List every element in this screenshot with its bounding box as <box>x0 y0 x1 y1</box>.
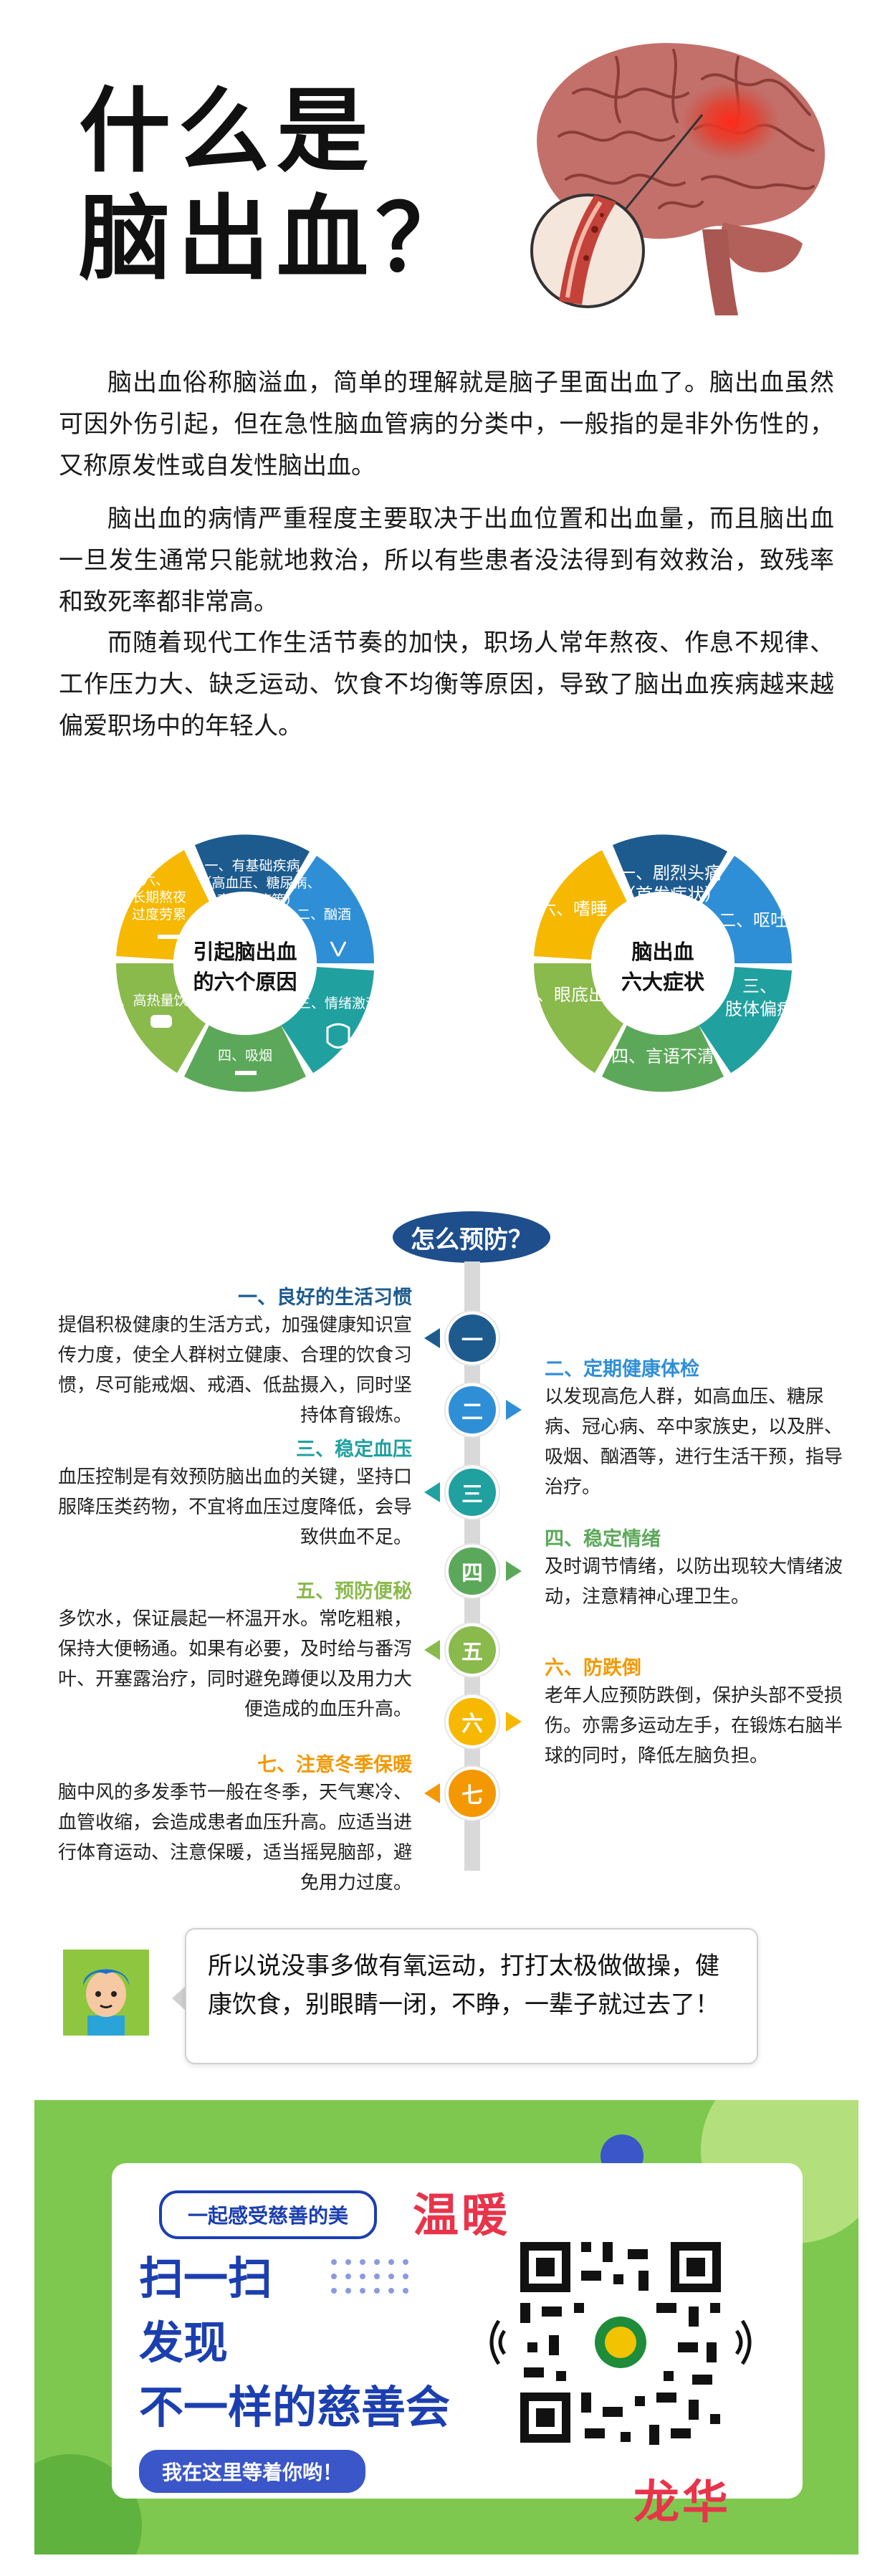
step-6-body: 老年人应预防跌倒，保护头部不受损伤。亦需多运动左手，在锻炼右脑半球的同时，降低左… <box>545 1685 843 1767</box>
step-3-arrow <box>424 1482 440 1502</box>
symptom-3-line1: 三、 <box>742 976 777 996</box>
symptom-segment-3 <box>699 967 792 1073</box>
step-2-body: 以发现高危人群，如高血压、糖尿病、冠心病、卒中家族史，以及胖、吸烟、酗酒等，进行… <box>545 1386 843 1498</box>
symptom-5-label: 五、眼底出血 <box>520 985 623 1005</box>
cause-6-line2: 长期熬夜 <box>132 889 186 905</box>
mask-icon <box>326 1023 350 1049</box>
tag-pill: 一起感受慈善的美 <box>159 2190 378 2239</box>
cause-2-label: 二、酗酒 <box>297 907 351 922</box>
step-6-arrow <box>506 1712 522 1732</box>
cause-5-label: 五、高热量饮食 <box>105 993 201 1008</box>
step-1-body: 提倡积极健康的生活方式，加强健康知识宣传力度，使全人群树立健康、合理的饮食习惯，… <box>57 1315 412 1426</box>
cause-6-line1: 六、 <box>142 872 169 888</box>
symptom-2-label: 二、呕吐 <box>719 910 788 930</box>
cause-segment-2 <box>284 856 375 963</box>
symptom-1-line1: 一、剧烈头痛 <box>618 863 722 883</box>
step-2-heading: 二、定期健康体检 <box>545 1358 699 1380</box>
place-text: 龙华 <box>633 2476 731 2529</box>
signal-left-icon <box>489 2319 506 2365</box>
causes-center-line2: 的六个原因 <box>193 970 297 994</box>
step-1-heading: 一、良好的生活习惯 <box>238 1287 412 1309</box>
step-2-badge: 二 <box>446 1383 499 1436</box>
glasses-icon <box>330 941 347 957</box>
cause-1-line3: 高脂血症等） <box>217 892 299 908</box>
symptom-segment-6 <box>534 850 627 960</box>
cause-1-line2: （高血压、糖尿病、 <box>198 875 320 891</box>
discover-line: 发现 <box>139 2317 229 2369</box>
step-4-badge: 四 <box>446 1545 499 1598</box>
intro-paragraph-1: 脑出血俗称脑溢血，简单的理解就是脑子里面出血了。脑出血虽然可因外伤引起，但在急性… <box>59 368 834 480</box>
step-5-heading: 五、预防便秘 <box>296 1580 412 1603</box>
step-4-arrow <box>506 1561 522 1581</box>
desk-icon <box>158 935 181 939</box>
dot-grid-decoration <box>331 2259 408 2294</box>
prevention-title: 怎么预防？ <box>393 1211 550 1263</box>
symptoms-wheel: 脑出血 六大症状 一、剧烈头痛 （首发症状） 二、呕吐 三、 肢体偏瘫 四、言语… <box>520 834 794 1092</box>
cause-segment-3 <box>281 967 374 1073</box>
burger-icon <box>150 1015 172 1028</box>
qr-code[interactable] <box>513 2235 728 2450</box>
cause-segment-4 <box>184 1025 306 1092</box>
charity-card: 一起感受慈善的美 温暖 扫一扫 发现 不一样的慈善会 我在这里等着你哟！ <box>112 2163 803 2499</box>
title-line-2: 脑出血？ <box>79 186 475 292</box>
step-7-arrow <box>424 1783 440 1803</box>
symptom-1-line2: （首发症状） <box>618 884 722 905</box>
symptom-segment-2 <box>702 856 793 963</box>
step-7-heading: 七、注意冬季保暖 <box>257 1754 412 1776</box>
step-1-arrow <box>424 1328 440 1348</box>
step-3-heading: 三、稳定血压 <box>296 1439 412 1461</box>
symptom-3-line2: 肢体偏瘫 <box>725 999 794 1019</box>
warm-text: 温暖 <box>413 2190 510 2243</box>
causes-center-line1: 引起脑出血 <box>193 940 297 964</box>
intro-paragraph-3: 而随着现代工作生活节奏的加快，职场人常年熬夜、作息不规律、工作压力大、缺乏运动、… <box>59 629 834 740</box>
causes-wheel: 引起脑出血 的六个原因 一、有基础疾病 （高血压、糖尿病、 高脂血症等） 二、酗… <box>105 834 379 1092</box>
step-5-arrow <box>424 1640 440 1660</box>
symptom-segment-1 <box>613 834 727 902</box>
cause-1-line1: 一、有基础疾病 <box>204 858 300 874</box>
signal-right-icon <box>735 2319 752 2365</box>
bubble-tail <box>172 1985 186 2011</box>
step-4-heading: 四、稳定情绪 <box>545 1528 661 1550</box>
step-4-body: 及时调节情绪，以防出现较大情绪波动，注意精神心理卫生。 <box>545 1556 843 1608</box>
step-3-badge: 三 <box>446 1466 499 1519</box>
cause-segment-1 <box>195 834 310 902</box>
intro-paragraph-2: 脑出血的病情严重程度主要取决于出血位置和出血量，而且脑出血一旦发生通常只能就地救… <box>59 505 834 616</box>
step-7-badge: 七 <box>446 1767 499 1820</box>
symptom-segment-4 <box>602 1025 724 1092</box>
cause-segment-6 <box>116 850 209 960</box>
step-5-body: 多饮水，保证晨起一杯温开水。常吃粗粮，保持大便畅通。如果有必要，及时给与番泻叶、… <box>57 1608 412 1720</box>
cigarette-icon <box>235 1071 257 1075</box>
scan-line: 扫一扫 <box>139 2252 273 2304</box>
symptom-6-label: 六、嗜睡 <box>539 899 608 919</box>
title-line-1: 什么是 <box>79 78 376 185</box>
cause-6-line3: 过度劳累 <box>132 907 186 922</box>
step-1-badge: 一 <box>446 1312 499 1365</box>
speech-bubble: 所以说没事多做有氧运动，打打太极做做操，健康饮食，别眼睛一闭，不睁，一辈子就过去… <box>185 1928 758 2064</box>
waiting-pill: 我在这里等着你哟！ <box>139 2450 366 2493</box>
symptom-4-label: 四、言语不清 <box>611 1046 714 1067</box>
charity-banner: 一起感受慈善的美 温暖 扫一扫 发现 不一样的慈善会 我在这里等着你哟！ <box>34 2100 858 2554</box>
step-6-heading: 六、防跌倒 <box>545 1657 641 1679</box>
step-5-badge: 五 <box>446 1623 499 1676</box>
step-3-body: 血压控制是有效预防脑出血的关键，坚持口服降压类药物，不宜将血压过度降低，会导致供… <box>57 1466 412 1548</box>
step-7-body: 脑中风的多发季节一般在冬季，天气寒冷、血管收缩，会造成患者血压升高。应适当进行体… <box>57 1782 412 1894</box>
doctor-avatar <box>63 1950 149 2036</box>
symptoms-center-line2: 六大症状 <box>621 970 705 994</box>
brain-illustration <box>530 43 826 315</box>
symptoms-center-line1: 脑出血 <box>631 940 694 964</box>
cause-4-label: 四、吸烟 <box>218 1048 272 1064</box>
medicine-icon <box>202 920 215 938</box>
symptom-segment-5 <box>534 963 623 1073</box>
step-2-arrow <box>506 1400 522 1420</box>
charity-org-line: 不一样的慈善会 <box>139 2381 451 2433</box>
cause-3-label: 三、情绪激动 <box>297 996 379 1011</box>
step-6-badge: 六 <box>446 1695 499 1748</box>
